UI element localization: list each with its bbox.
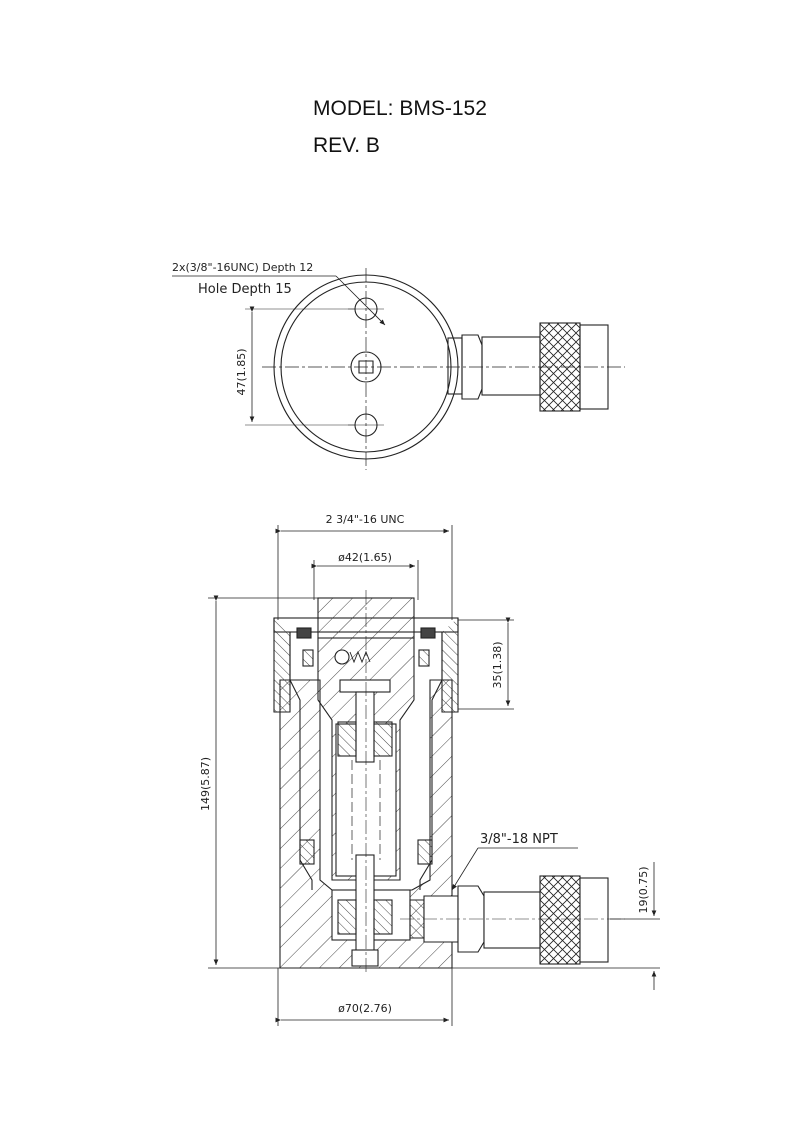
thread-size-dim: 2 3/4"-16 UNC [326,513,405,526]
section-dimensions [208,525,660,1026]
port-height-dim: 19(0.75) [637,866,650,913]
stroke-dim: 35(1.38) [491,641,504,688]
body-diameter-dim: ø70(2.76) [338,1002,392,1015]
thread-callout: 2x(3/8"-16UNC) Depth 12 [172,261,313,274]
center-socket [350,351,382,383]
top-view [172,268,625,470]
coupler-knurl [539,322,581,412]
hole-spacing-dim: 47(1.85) [235,348,248,395]
revision-label: REV. B [313,134,380,157]
coupler-end [579,324,609,410]
port-callout: 3/8"-18 NPT [480,832,558,847]
model-title: MODEL: BMS-152 [313,97,487,120]
hole-callout: Hole Depth 15 [198,282,292,297]
hex-socket [358,360,374,374]
overall-height-dim: 149(5.87) [199,757,212,811]
section-view [273,590,625,975]
fitting-body [481,336,541,396]
plunger-diameter-dim: ø42(1.65) [338,551,392,564]
fitting-base [447,337,463,395]
